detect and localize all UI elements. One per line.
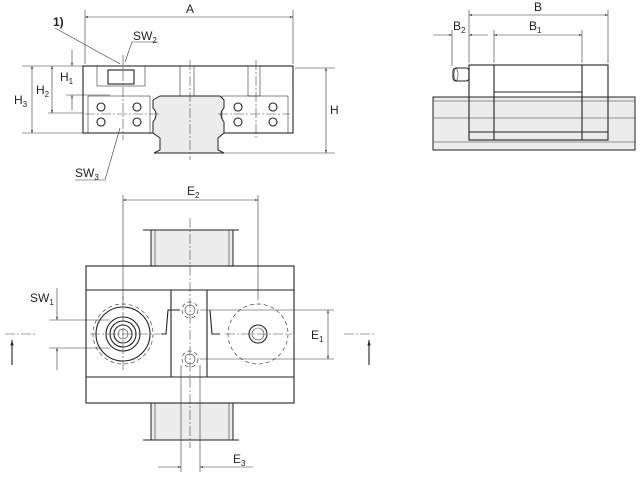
label-SW3: SW3 (75, 166, 99, 182)
hex-nut (107, 69, 135, 85)
section-view: A H H3 H2 H1 1) SW2 SW3 (14, 2, 339, 182)
screw-pocket (96, 65, 146, 87)
block-side (468, 64, 609, 141)
label-B: B (534, 0, 542, 14)
section-marker-right (344, 333, 375, 365)
top-view: E2 E1 VIEW SW1 E3 (5, 184, 375, 472)
guide-rail-section (152, 95, 225, 154)
label-B2: B2 (453, 19, 466, 35)
label-B1: B1 (529, 19, 542, 35)
label-SW1: SW1 (30, 291, 54, 307)
label-E2: E2 (187, 184, 200, 200)
section-marker-left (5, 333, 36, 365)
bearing-left (87, 95, 151, 134)
guide-rail-side (432, 96, 636, 151)
note-1: 1) (53, 15, 64, 29)
rail-lower (150, 402, 234, 441)
label-E1: E1 (311, 328, 324, 344)
side-view: B B1 B2 (432, 0, 636, 151)
bearing-right (221, 95, 289, 134)
label-H: H (330, 103, 339, 117)
rail-upper (150, 229, 234, 267)
lube-bore (247, 65, 261, 97)
label-SW2: SW2 (133, 29, 157, 45)
label-H3: H3 (14, 93, 28, 109)
label-H2: H2 (36, 83, 50, 99)
label-E3: E3 (233, 452, 246, 468)
label-H1: H1 (60, 70, 74, 86)
lube-nipple (452, 67, 470, 82)
label-A: A (186, 2, 194, 16)
